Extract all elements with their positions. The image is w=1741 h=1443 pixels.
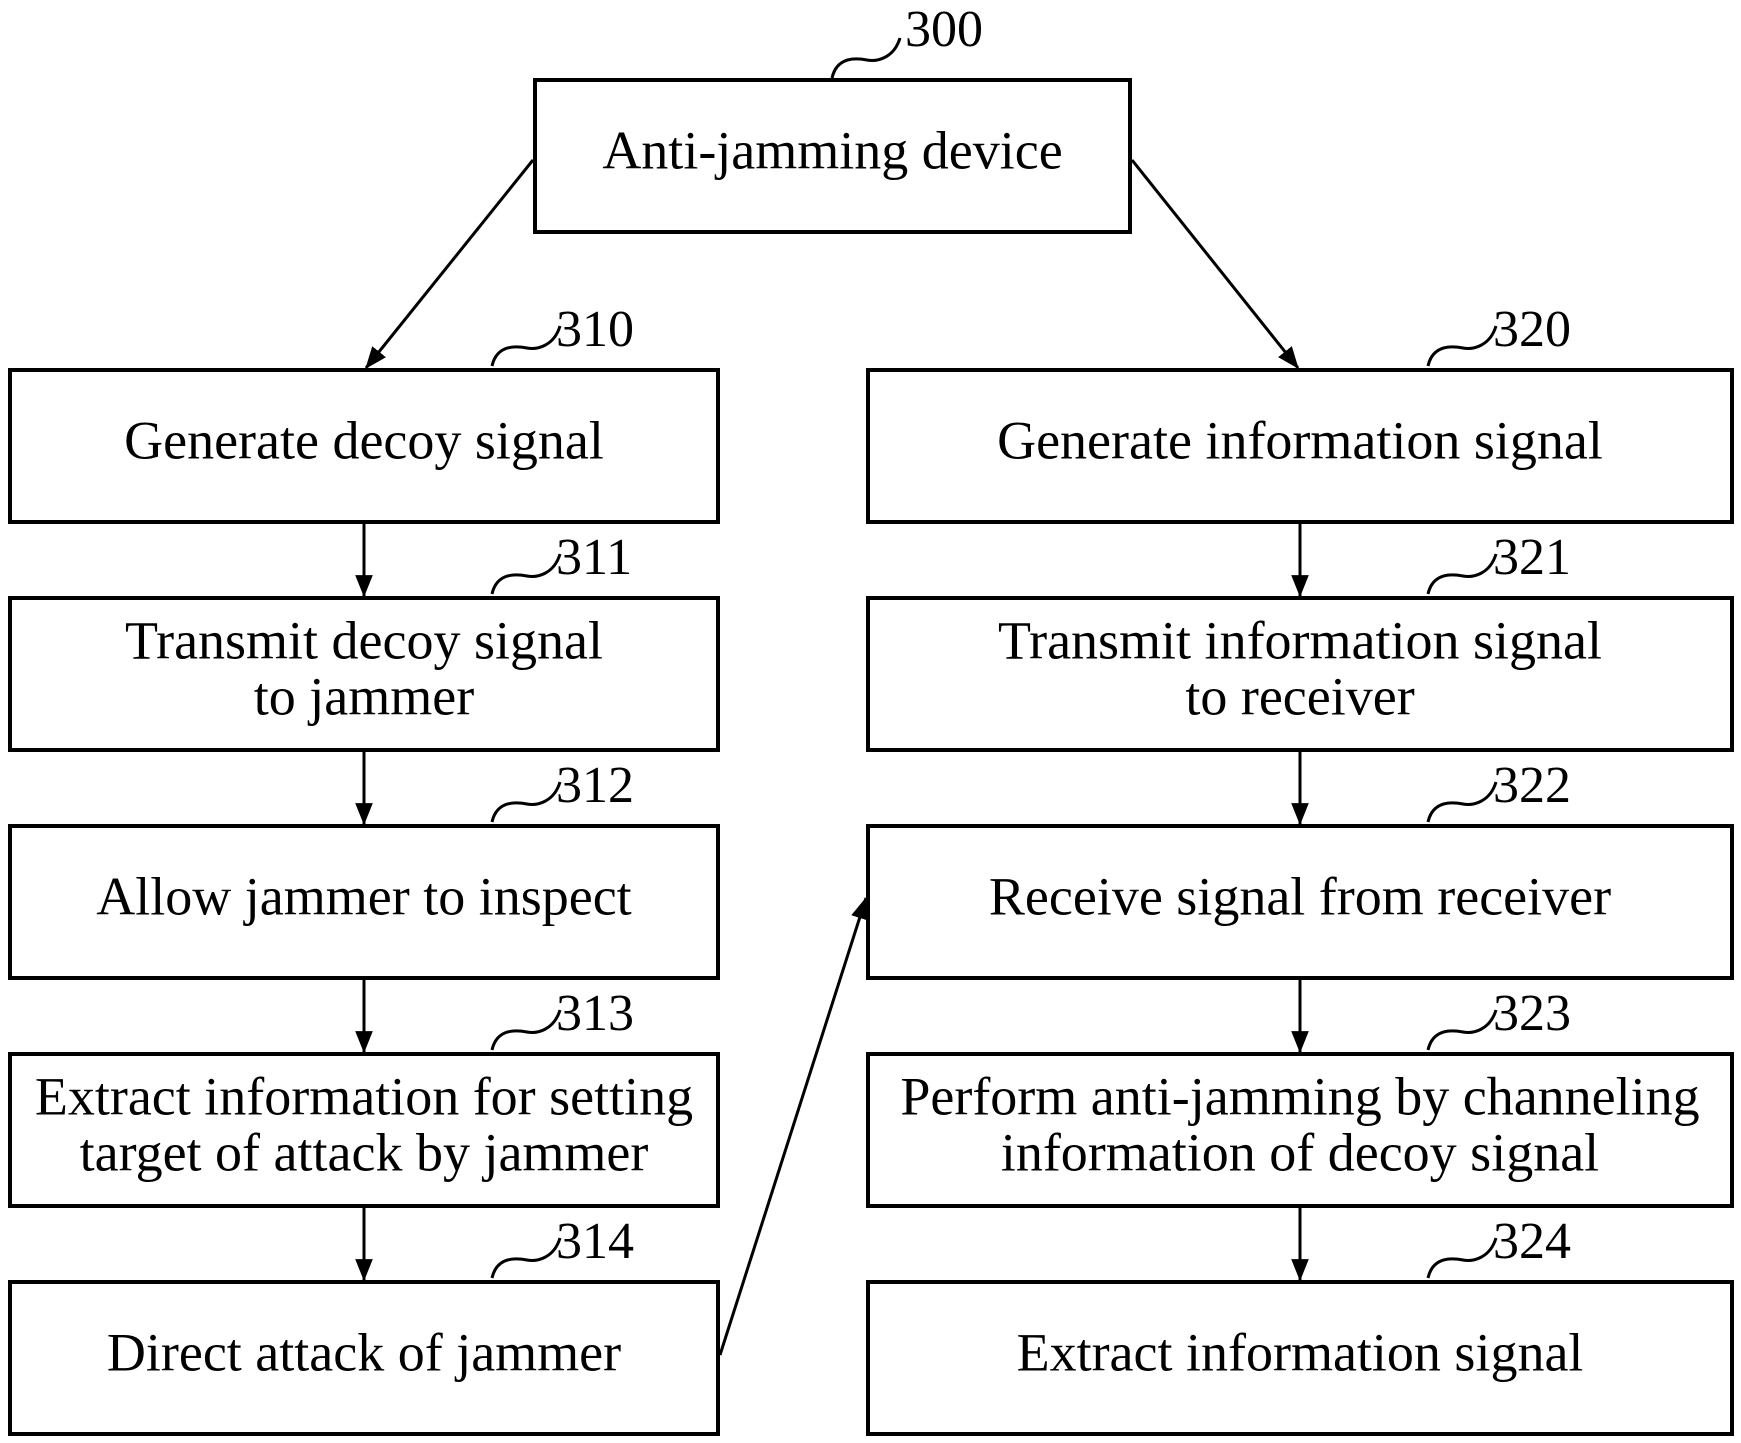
ref-leader-310 (492, 326, 560, 366)
ref-callout-310: 310 (492, 301, 634, 366)
nodes-layer: Anti-jamming device 300Generate decoy sig… (10, 1, 1732, 1434)
node-323: Perform anti-jamming by channelinginform… (868, 1054, 1732, 1206)
ref-number-300: 300 (905, 1, 983, 58)
node-322: Receive signal from receiver (868, 826, 1732, 978)
node-label-311-line-1: Transmit decoy signal (125, 610, 603, 670)
ref-leader-312 (492, 782, 560, 822)
ref-number-312: 312 (556, 757, 634, 814)
node-312: Allow jammer to inspect (10, 826, 718, 978)
ref-number-310: 310 (556, 301, 634, 358)
node-320: Generate information signal (868, 370, 1732, 522)
ref-number-314: 314 (556, 1213, 634, 1270)
node-311: Transmit decoy signalto jammer (10, 598, 718, 750)
ref-callout-300: 300 (832, 1, 983, 78)
ref-callout-314: 314 (492, 1213, 634, 1278)
ref-callout-313: 313 (492, 985, 634, 1050)
arrow-300-320 (1132, 160, 1298, 368)
ref-callout-320: 320 (1428, 301, 1571, 366)
ref-leader-324 (1428, 1238, 1496, 1278)
ref-number-321: 321 (1493, 529, 1571, 586)
node-label-311-line-2: to jammer (254, 666, 474, 726)
ref-number-320: 320 (1493, 301, 1571, 358)
node-313: Extract information for settingtarget of… (10, 1054, 718, 1206)
ref-leader-300 (832, 38, 900, 78)
node-300: Anti-jamming device (535, 80, 1130, 232)
node-label-323-line-2: information of decoy signal (1001, 1122, 1599, 1182)
node-label-320-line-1: Generate information signal (997, 410, 1603, 470)
ref-leader-311 (492, 554, 560, 594)
node-310: Generate decoy signal (10, 370, 718, 522)
ref-callout-321: 321 (1428, 529, 1571, 594)
ref-leader-321 (1428, 554, 1496, 594)
ref-callout-323: 323 (1428, 985, 1571, 1050)
node-label-313-line-2: target of attack by jammer (80, 1122, 649, 1182)
node-label-321-line-1: Transmit information signal (998, 610, 1602, 670)
node-label-321-line-2: to receiver (1185, 666, 1414, 726)
ref-leader-314 (492, 1238, 560, 1278)
node-label-323-line-1: Perform anti-jamming by channeling (900, 1066, 1699, 1126)
ref-leader-323 (1428, 1010, 1496, 1050)
ref-number-323: 323 (1493, 985, 1571, 1042)
node-label-312-line-1: Allow jammer to inspect (96, 866, 631, 926)
node-label-322-line-1: Receive signal from receiver (989, 866, 1611, 926)
ref-number-322: 322 (1493, 757, 1571, 814)
ref-callout-311: 311 (492, 529, 632, 594)
ref-leader-320 (1428, 326, 1496, 366)
ref-callout-322: 322 (1428, 757, 1571, 822)
node-label-300-line-1: Anti-jamming device (602, 120, 1062, 180)
ref-callout-312: 312 (492, 757, 634, 822)
node-label-310-line-1: Generate decoy signal (124, 410, 604, 470)
ref-leader-322 (1428, 782, 1496, 822)
ref-leader-313 (492, 1010, 560, 1050)
node-314: Direct attack of jammer (10, 1282, 718, 1434)
ref-number-324: 324 (1493, 1213, 1571, 1270)
arrow-300-310 (366, 160, 533, 368)
node-label-314-line-1: Direct attack of jammer (107, 1322, 621, 1382)
node-label-313-line-1: Extract information for setting (35, 1066, 693, 1126)
arrow-314-322 (720, 898, 866, 1355)
ref-callout-324: 324 (1428, 1213, 1571, 1278)
node-324: Extract information signal (868, 1282, 1732, 1434)
ref-number-311: 311 (556, 529, 632, 586)
node-label-324-line-1: Extract information signal (1017, 1322, 1584, 1382)
node-321: Transmit information signalto receiver (868, 598, 1732, 750)
ref-number-313: 313 (556, 985, 634, 1042)
